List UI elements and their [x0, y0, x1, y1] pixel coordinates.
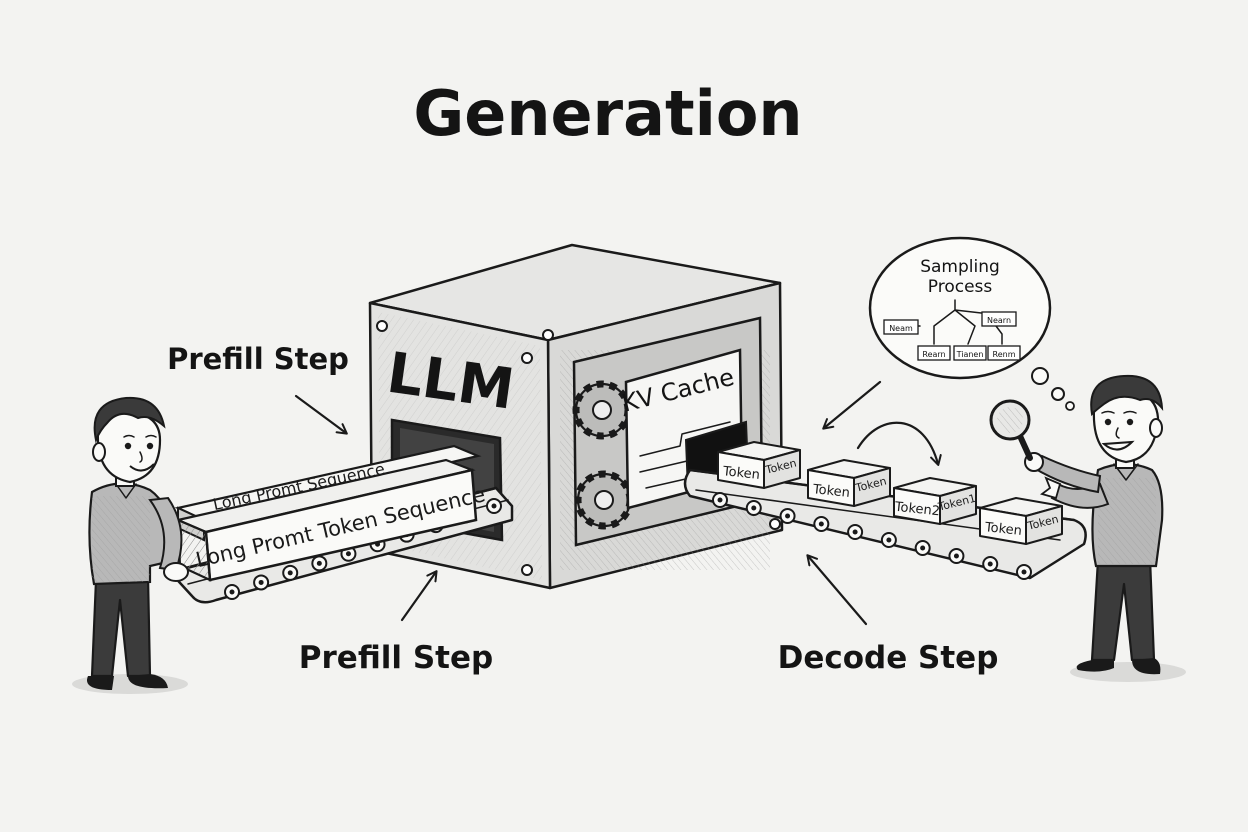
token-label: Token: [983, 520, 1022, 539]
sampling-process-bubble: Sampling Process Neam Nearn Rearn Tianen…: [868, 236, 1075, 411]
svg-text:Tianen: Tianen: [956, 350, 984, 359]
roller: [813, 516, 830, 532]
token-label: Token: [811, 482, 850, 501]
roller: [779, 508, 796, 524]
token-label: Token2: [893, 500, 941, 520]
roller: [282, 564, 299, 581]
roller: [847, 524, 864, 540]
arrow-prefill-top: [294, 394, 348, 435]
label-prefill-step-bottom: Prefill Step: [299, 640, 493, 676]
roller: [745, 500, 762, 516]
roller: [253, 574, 270, 591]
magnifier-icon: [989, 399, 1033, 461]
arrow-decode: [806, 554, 868, 626]
gear-icon: [574, 470, 634, 530]
person-right: [989, 374, 1186, 682]
roller: [914, 540, 931, 556]
sampling-node: Renm: [987, 345, 1021, 361]
sampling-title-line1: Sampling: [920, 257, 1000, 277]
roller: [1016, 564, 1032, 580]
label-prefill-step-top: Prefill Step: [167, 342, 349, 376]
svg-text:Renm: Renm: [993, 350, 1016, 359]
svg-text:Neam: Neam: [889, 324, 913, 333]
arrow-sampling: [822, 380, 882, 430]
roller: [311, 555, 328, 572]
roller: [880, 532, 897, 548]
arrow-prefill-bottom: [400, 570, 438, 622]
gear-icon: [572, 380, 632, 440]
label-decode-step: Decode Step: [778, 640, 999, 676]
diagram-title: Generation: [413, 77, 802, 150]
svg-text:Rearn: Rearn: [922, 350, 945, 359]
sampling-node: Neam: [883, 319, 919, 335]
sampling-node: Rearn: [917, 345, 951, 361]
roller: [712, 492, 728, 508]
svg-text:Nearn: Nearn: [987, 316, 1011, 325]
arrow-token-cycle: [856, 421, 942, 466]
person-left: [72, 396, 189, 694]
roller: [486, 498, 502, 514]
sampling-node: Tianen: [953, 345, 987, 361]
sampling-title-line2: Process: [928, 277, 993, 297]
token-label: Token: [721, 464, 760, 483]
roller: [224, 584, 240, 600]
roller: [982, 556, 999, 572]
roller: [948, 548, 965, 564]
sampling-node: Nearn: [981, 311, 1017, 327]
